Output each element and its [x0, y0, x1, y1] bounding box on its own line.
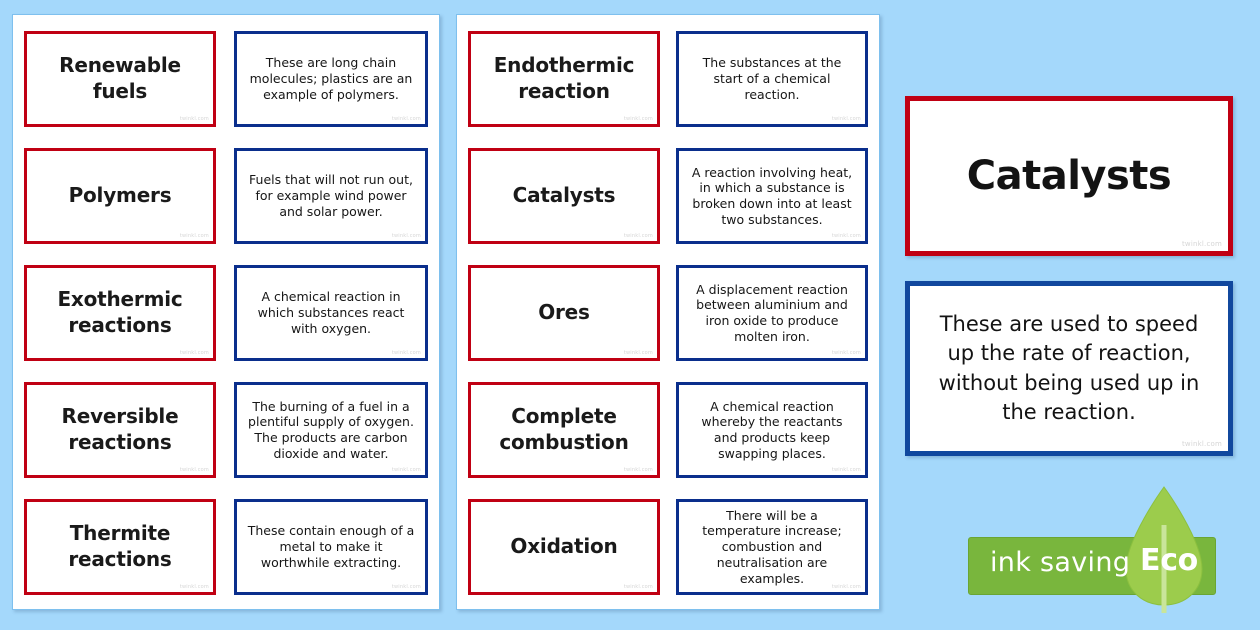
definition-card[interactable]: The substances at the start of a chemica…: [676, 31, 868, 127]
preview-definition-card[interactable]: These are used to speed up the rate of r…: [905, 281, 1233, 456]
definition-card-label: Fuels that will not run out, for example…: [249, 172, 413, 219]
card-row: Complete combustion twinkl.com A chemica…: [468, 382, 868, 478]
card-row: Exothermic reactions twinkl.com A chemic…: [24, 265, 428, 361]
twinkl-watermark: twinkl.com: [623, 350, 653, 356]
twinkl-watermark: twinkl.com: [179, 467, 209, 473]
definition-card-label: A chemical reaction in which substances …: [257, 289, 405, 336]
definition-card-label: The substances at the start of a chemica…: [702, 55, 842, 102]
term-card[interactable]: Catalysts twinkl.com: [468, 148, 660, 244]
twinkl-watermark: twinkl.com: [1181, 440, 1222, 448]
card-row: Oxidation twinkl.com There will be a tem…: [468, 499, 868, 595]
twinkl-watermark: twinkl.com: [1181, 240, 1222, 248]
twinkl-watermark: twinkl.com: [179, 350, 209, 356]
card-row: Catalysts twinkl.com A reaction involvin…: [468, 148, 868, 244]
card-row: Endothermic reaction twinkl.com The subs…: [468, 31, 868, 127]
term-card[interactable]: Ores twinkl.com: [468, 265, 660, 361]
twinkl-watermark: twinkl.com: [391, 350, 421, 356]
eco-leaf-label: Eco: [1140, 543, 1198, 578]
twinkl-watermark: twinkl.com: [391, 116, 421, 122]
printable-sheet-1: Renewable fuels twinkl.com These are lon…: [12, 14, 440, 610]
term-card-label: Endothermic reaction: [493, 53, 635, 103]
term-card[interactable]: Oxidation twinkl.com: [468, 499, 660, 595]
definition-card[interactable]: A chemical reaction whereby the reactant…: [676, 382, 868, 478]
term-card[interactable]: Thermite reactions twinkl.com: [24, 499, 216, 595]
term-card[interactable]: Complete combustion twinkl.com: [468, 382, 660, 478]
definition-card[interactable]: A chemical reaction in which substances …: [234, 265, 428, 361]
term-card-label: Exothermic reactions: [57, 287, 183, 337]
leaf-icon: [1118, 485, 1210, 613]
term-card[interactable]: Polymers twinkl.com: [24, 148, 216, 244]
term-card-label: Catalysts: [512, 183, 616, 208]
definition-card-label: A reaction involving heat, in which a su…: [691, 164, 853, 227]
definition-card-label: The burning of a fuel in a plentiful sup…: [248, 398, 414, 461]
preview-definition-label: These are used to speed up the rate of r…: [938, 311, 1200, 424]
twinkl-watermark: twinkl.com: [391, 584, 421, 590]
preview-term-card[interactable]: Catalysts twinkl.com: [905, 96, 1233, 256]
term-card-label: Reversible reactions: [61, 404, 179, 454]
twinkl-watermark: twinkl.com: [831, 467, 861, 473]
twinkl-watermark: twinkl.com: [179, 116, 209, 122]
card-row: Reversible reactions twinkl.com The burn…: [24, 382, 428, 478]
twinkl-watermark: twinkl.com: [623, 467, 653, 473]
definition-card-label: There will be a temperature increase; co…: [702, 507, 842, 586]
term-card-label: Polymers: [68, 183, 172, 208]
card-row: Renewable fuels twinkl.com These are lon…: [24, 31, 428, 127]
twinkl-watermark: twinkl.com: [179, 233, 209, 239]
twinkl-watermark: twinkl.com: [391, 467, 421, 473]
eco-bar-label: ink saving: [990, 547, 1131, 578]
twinkl-watermark: twinkl.com: [831, 584, 861, 590]
term-card-label: Oxidation: [510, 534, 618, 559]
twinkl-watermark: twinkl.com: [623, 233, 653, 239]
definition-card[interactable]: A reaction involving heat, in which a su…: [676, 148, 868, 244]
card-grid-2: Endothermic reaction twinkl.com The subs…: [457, 15, 879, 609]
twinkl-watermark: twinkl.com: [391, 233, 421, 239]
printable-sheet-2: Endothermic reaction twinkl.com The subs…: [456, 14, 880, 610]
definition-card-label: These are long chain molecules; plastics…: [249, 55, 413, 102]
preview-term-label: Catalysts: [966, 153, 1172, 199]
term-card-label: Complete combustion: [499, 404, 629, 454]
definition-card[interactable]: A displacement reaction between aluminiu…: [676, 265, 868, 361]
definition-card[interactable]: These are long chain molecules; plastics…: [234, 31, 428, 127]
term-card[interactable]: Endothermic reaction twinkl.com: [468, 31, 660, 127]
definition-card-label: A chemical reaction whereby the reactant…: [701, 398, 843, 461]
definition-card-label: A displacement reaction between aluminiu…: [696, 281, 848, 344]
twinkl-watermark: twinkl.com: [623, 584, 653, 590]
definition-card[interactable]: The burning of a fuel in a plentiful sup…: [234, 382, 428, 478]
card-grid-1: Renewable fuels twinkl.com These are lon…: [13, 15, 439, 609]
twinkl-watermark: twinkl.com: [623, 116, 653, 122]
twinkl-watermark: twinkl.com: [179, 584, 209, 590]
definition-card-label: These contain enough of a metal to make …: [247, 523, 415, 570]
definition-card[interactable]: These contain enough of a metal to make …: [234, 499, 428, 595]
definition-card[interactable]: There will be a temperature increase; co…: [676, 499, 868, 595]
term-card-label: Ores: [538, 300, 590, 325]
term-card-label: Thermite reactions: [68, 521, 172, 571]
twinkl-watermark: twinkl.com: [831, 116, 861, 122]
ink-saving-eco-badge: ink saving Eco: [968, 485, 1240, 628]
term-card[interactable]: Reversible reactions twinkl.com: [24, 382, 216, 478]
definition-card[interactable]: Fuels that will not run out, for example…: [234, 148, 428, 244]
card-row: Polymers twinkl.com Fuels that will not …: [24, 148, 428, 244]
twinkl-watermark: twinkl.com: [831, 350, 861, 356]
term-card[interactable]: Exothermic reactions twinkl.com: [24, 265, 216, 361]
card-row: Ores twinkl.com A displacement reaction …: [468, 265, 868, 361]
twinkl-watermark: twinkl.com: [831, 233, 861, 239]
term-card[interactable]: Renewable fuels twinkl.com: [24, 31, 216, 127]
card-row: Thermite reactions twinkl.com These cont…: [24, 499, 428, 595]
term-card-label: Renewable fuels: [59, 53, 181, 103]
